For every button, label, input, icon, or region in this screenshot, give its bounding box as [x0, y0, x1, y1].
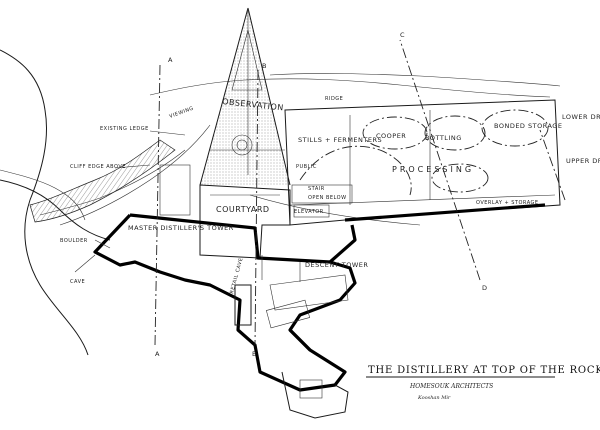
courtyard-label: COURTYARD [216, 205, 270, 214]
public-label: PUBLIC [296, 164, 317, 170]
stair-label: STAIR [308, 186, 325, 192]
bottling-label: BOTTLING [425, 134, 462, 142]
lower-drive-label: LOWER DRIVE [562, 113, 600, 121]
open-below-label: OPEN BELOW [308, 195, 347, 201]
boulder-label: BOULDER [60, 238, 88, 244]
signature: Kooshan Mir [417, 395, 451, 401]
section-a-top: A [168, 56, 173, 64]
section-b-bottom: B [252, 350, 257, 358]
bonded-storage-label: BONDED STORAGE [494, 122, 562, 130]
ridge-label: RIDGE [325, 96, 343, 102]
viewing-label: VIEWING [169, 105, 195, 119]
descent-tower-label: DESCENT TOWER [305, 261, 368, 269]
master-distillers-tower-label: MASTER DISTILLER'S TOWER [128, 224, 234, 232]
section-lines [154, 39, 566, 346]
architect-credit: HOMESOUK ARCHITECTS [409, 383, 493, 390]
rock-outline [93, 203, 546, 419]
section-a-bottom: A [155, 350, 160, 358]
title-block: THE DISTILLERY AT TOP OF THE ROCK HOMESO… [366, 365, 600, 401]
section-d-bottom: D [482, 284, 488, 292]
courtyard [159, 164, 291, 259]
cliff-edge-above-label: CLIFF EDGE ABOVE [70, 164, 126, 170]
drawing-title: THE DISTILLERY AT TOP OF THE ROCK [368, 365, 600, 376]
cave-label: CAVE [70, 279, 85, 285]
leader-lines [74, 130, 186, 273]
retail-cave-label: RETAIL CAVE [229, 257, 244, 295]
overlay-storage-label: OVERLAY + STORAGE [476, 200, 539, 206]
processing-label: PROCESSING [392, 165, 474, 174]
terrain-contours [0, 49, 561, 356]
existing-ledge-label: EXISTING LEDGE [100, 126, 149, 132]
descent-and-retail [234, 255, 349, 399]
cooper-label: COOPER [376, 132, 406, 140]
upper-drive-label: UPPER DRIVE [566, 157, 600, 165]
stills-label: STILLS + FERMENTERS [298, 136, 382, 144]
section-b-top: B [262, 62, 267, 70]
distillery-building [284, 99, 561, 226]
observation-wedge [199, 7, 291, 186]
elevator-label: ELEVATOR [294, 209, 324, 215]
section-c-top: C [400, 31, 405, 39]
